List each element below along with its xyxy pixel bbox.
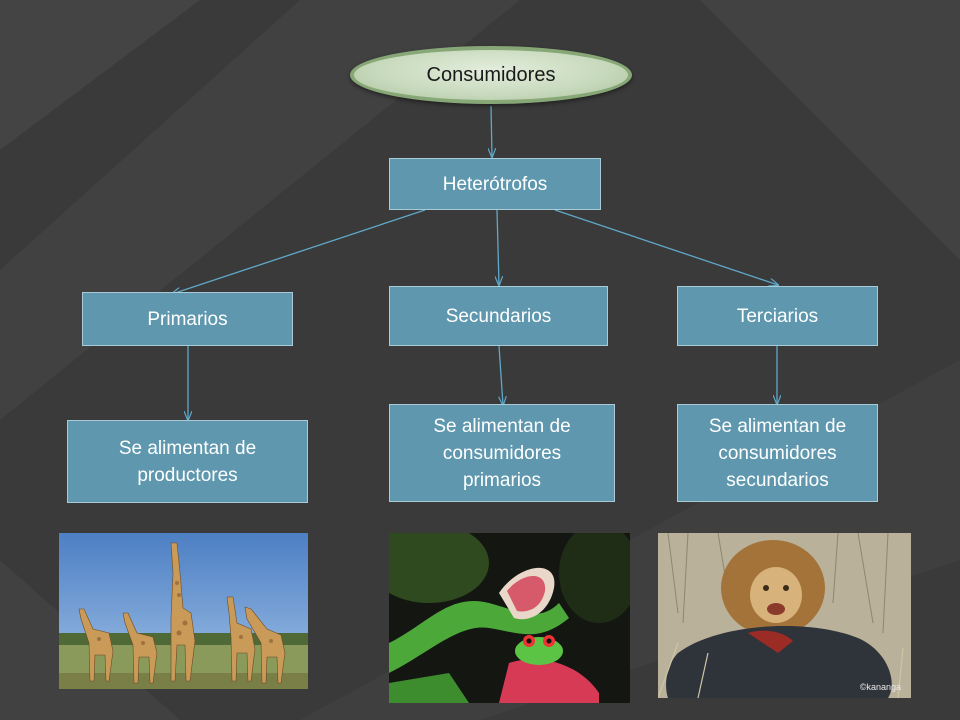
secundarios-node: Secundarios: [389, 286, 608, 346]
terciarios-description-node: Se alimentan de consumidores secundarios: [677, 404, 878, 502]
secundarios-label: Secundarios: [445, 305, 552, 327]
arrow-root-to-heterotrofos: [491, 105, 492, 157]
lion-photo: ©kananga: [658, 533, 911, 698]
terciarios-label: Terciarios: [736, 305, 819, 327]
arrow-heterotrofos-to-secundarios: [497, 209, 499, 285]
terciarios-description: Se alimentan de consumidores secundarios: [708, 415, 847, 491]
secundarios-description-node: Se alimentan de consumidores primarios: [389, 404, 615, 502]
consumidores-node: Consumidores: [350, 46, 632, 104]
heterotrofos-node: Heterótrofos: [389, 158, 601, 210]
arrow-heterotrofos-to-primarios: [172, 209, 426, 294]
terciarios-node: Terciarios: [677, 286, 878, 346]
snake-frog-photo: [389, 533, 630, 703]
arrow-heterotrofos-to-terciarios: [554, 209, 778, 285]
primarios-label: Primarios: [147, 308, 228, 330]
giraffe-photo: [59, 533, 308, 689]
secundarios-description: Se alimentan de consumidores primarios: [433, 415, 571, 491]
heterotrofos-label: Heterótrofos: [442, 173, 548, 195]
consumidores-label: Consumidores: [426, 63, 556, 86]
arrow-secundarios-to-description: [498, 345, 503, 405]
primarios-description-node: Se alimentan de productores: [67, 420, 308, 503]
primarios-description: Se alimentan de productores: [118, 437, 257, 486]
primarios-node: Primarios: [82, 292, 293, 346]
photo-credit: ©kananga: [859, 682, 901, 692]
